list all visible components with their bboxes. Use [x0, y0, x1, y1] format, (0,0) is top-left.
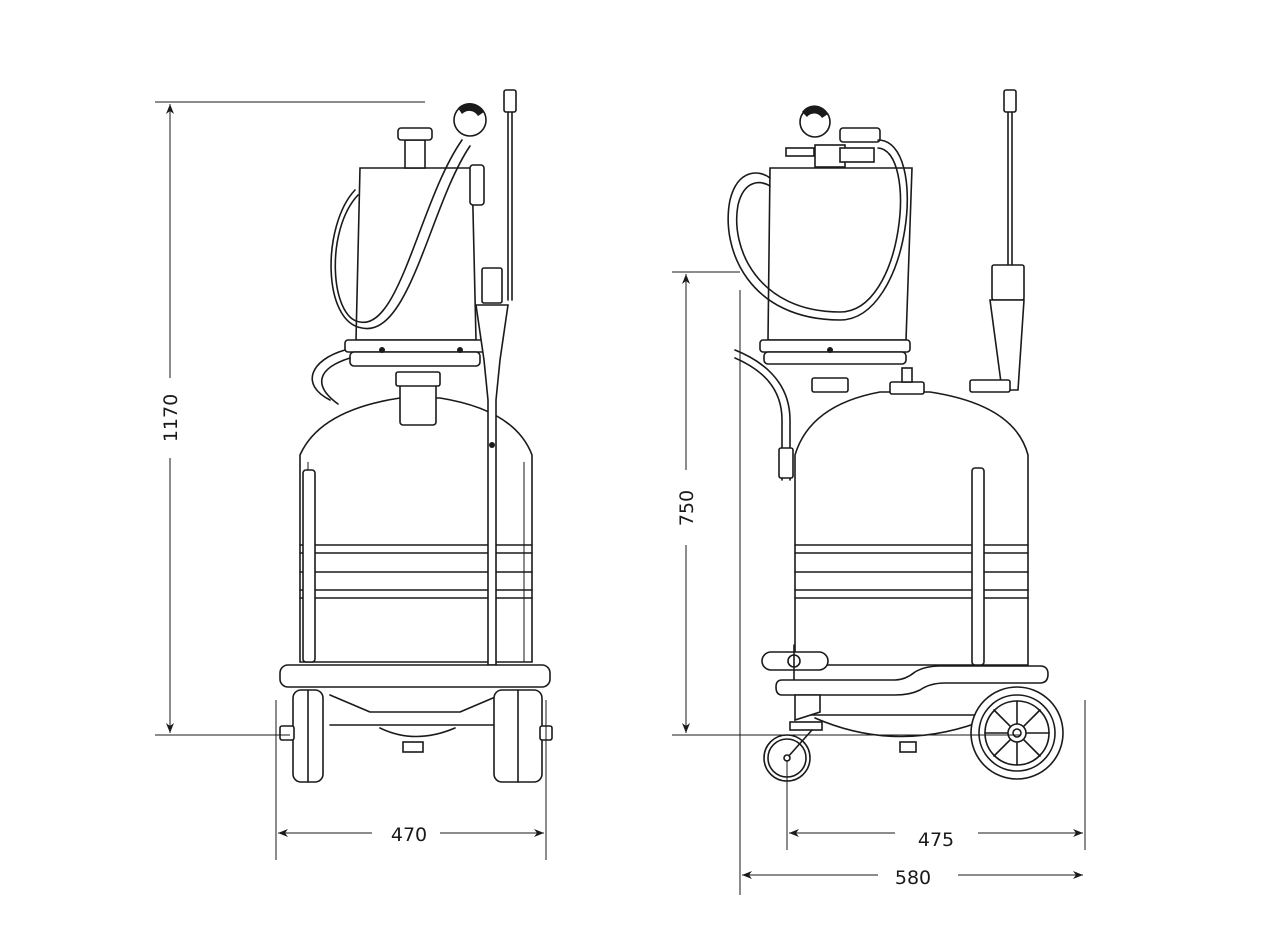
- upper-chamber-side: [759, 105, 913, 365]
- tank-height-label: 750: [676, 490, 698, 526]
- handle-side: [734, 349, 794, 481]
- upper-chamber: [344, 127, 486, 367]
- suction-hose-side: [727, 139, 909, 321]
- dimension-front-width: 470: [275, 700, 547, 860]
- valve-knob: [397, 127, 433, 141]
- level-gauge: [302, 469, 316, 663]
- front-width-label: 470: [391, 824, 427, 846]
- overall-depth-label: 580: [895, 867, 931, 889]
- level-gauge-side: [971, 467, 985, 666]
- base-frame: [279, 664, 551, 753]
- side-view: 750 475 580: [672, 89, 1086, 895]
- front-view: 1170 470: [155, 89, 553, 860]
- probe-rod: [503, 89, 517, 301]
- pressure-gauge: [453, 103, 487, 206]
- dimension-tank-height: 750: [672, 271, 1020, 736]
- drain-valve: [761, 644, 829, 691]
- dimension-overall-height: 1170: [155, 101, 425, 736]
- dimension-wheelbase: 475: [789, 829, 1083, 851]
- probe-rod-side: [989, 89, 1025, 391]
- front-wheels: [279, 689, 553, 783]
- lower-tank-side: [794, 367, 1029, 666]
- suction-hose: [334, 139, 463, 323]
- base-frame-side: [775, 665, 1049, 753]
- wheelbase-label: 475: [918, 829, 954, 851]
- overall-height-label: 1170: [160, 394, 182, 442]
- lower-tank: [299, 371, 533, 663]
- dimension-overall-depth: 580: [742, 867, 1083, 889]
- caster-wheel: [763, 694, 823, 782]
- rear-wheel: [970, 686, 1064, 780]
